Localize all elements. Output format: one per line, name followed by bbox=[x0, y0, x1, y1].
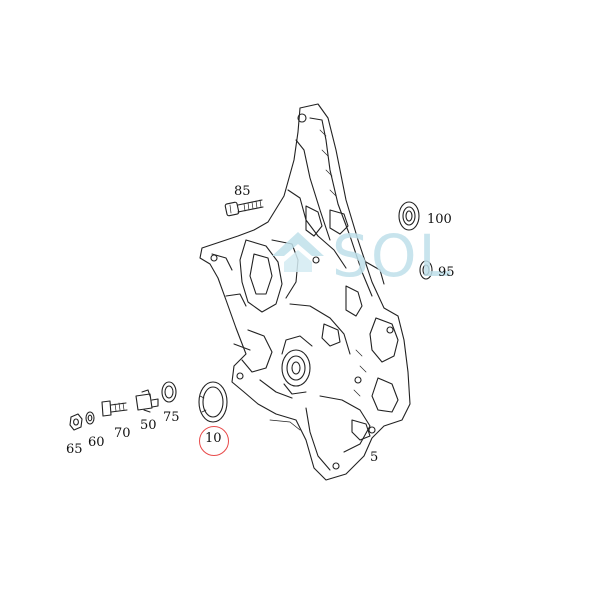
callout-5: 5 bbox=[370, 450, 379, 465]
callout-65: 65 bbox=[66, 442, 83, 457]
callout-85: 85 bbox=[234, 184, 251, 199]
callout-95: 95 bbox=[438, 265, 455, 280]
washer-part-60 bbox=[85, 411, 95, 425]
callout-100: 100 bbox=[427, 212, 452, 227]
seal-part-75 bbox=[161, 381, 177, 403]
ring-part-10 bbox=[198, 381, 228, 423]
seal-part-100 bbox=[398, 201, 420, 231]
seal-part-95 bbox=[419, 260, 433, 280]
watermark-logo-text: SOL bbox=[332, 222, 453, 290]
nut-part-65 bbox=[69, 413, 83, 431]
timing-cover-part-5 bbox=[199, 103, 411, 481]
callout-50: 50 bbox=[140, 418, 157, 433]
callout-70: 70 bbox=[114, 426, 131, 441]
callout-10: 10 bbox=[205, 431, 222, 446]
bolt-part-70 bbox=[101, 400, 128, 417]
callout-75: 75 bbox=[163, 410, 180, 425]
fitting-part-50 bbox=[135, 389, 159, 413]
bolt-part-85 bbox=[224, 199, 264, 217]
highlight-ring bbox=[199, 426, 229, 456]
callout-60: 60 bbox=[88, 435, 105, 450]
watermark-arrow-icon bbox=[272, 232, 324, 272]
